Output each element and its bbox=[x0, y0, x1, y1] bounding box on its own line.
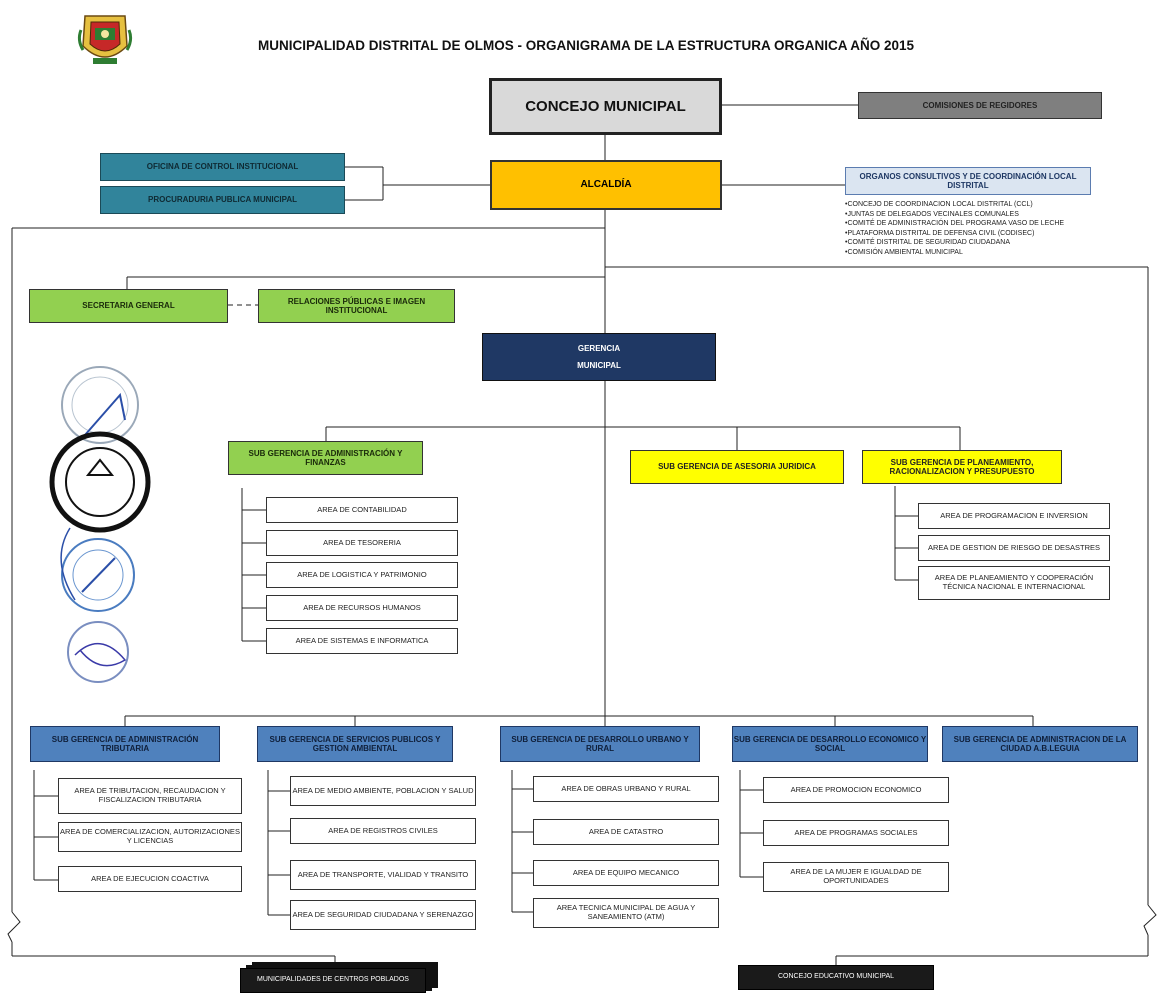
area-tesoreria-box: AREA DE TESORERIA bbox=[266, 530, 458, 556]
area-comercializacion-box: AREA DE COMERCIALIZACION, AUTORIZACIONES… bbox=[58, 822, 242, 852]
alcaldia-box: ALCALDÍA bbox=[490, 160, 722, 210]
list-item: COMISIÓN AMBIENTAL MUNICIPAL bbox=[845, 248, 1064, 258]
concejo-educativo-box: CONCEJO EDUCATIVO MUNICIPAL bbox=[738, 965, 934, 990]
organos-consultivos-box: ORGANOS CONSULTIVOS Y DE COORDINACIÓN LO… bbox=[845, 167, 1091, 195]
sub-gerencia-administracion-box: SUB GERENCIA DE ADMINISTRACIÓN Y FINANZA… bbox=[228, 441, 423, 475]
gerencia-line-1: GERENCIA bbox=[577, 343, 621, 353]
page-title: MUNICIPALIDAD DISTRITAL DE OLMOS - ORGAN… bbox=[258, 38, 915, 53]
centros-poblados-box: MUNICIPALIDADES DE CENTROS POBLADOS bbox=[240, 968, 426, 993]
sub-gerencia-urbano-box: SUB GERENCIA DE DESARROLLO URBANO Y RURA… bbox=[500, 726, 700, 762]
procuraduria-box: PROCURADURIA PUBLICA MUNICIPAL bbox=[100, 186, 345, 214]
sub-gerencia-economico-box: SUB GERENCIA DE DESARROLLO ECONOMICO Y S… bbox=[732, 726, 928, 762]
relaciones-publicas-box: RELACIONES PÚBLICAS E IMAGEN INSTITUCION… bbox=[258, 289, 455, 323]
sub-gerencia-planeamiento-box: SUB GERENCIA DE PLANEAMIENTO, RACIONALIZ… bbox=[862, 450, 1062, 484]
area-logistica-box: AREA DE LOGISTICA Y PATRIMONIO bbox=[266, 562, 458, 588]
area-seguridad-box: AREA DE SEGURIDAD CIUDADANA Y SERENAZGO bbox=[290, 900, 476, 930]
comisiones-regidores-box: COMISIONES DE REGIDORES bbox=[858, 92, 1102, 119]
area-mujer-box: AREA DE LA MUJER E IGUALDAD DE OPORTUNID… bbox=[763, 862, 949, 892]
gerencia-municipal-box: GERENCIA MUNICIPAL bbox=[482, 333, 716, 381]
area-riesgo-box: AREA DE GESTION DE RIESGO DE DESASTRES bbox=[918, 535, 1110, 561]
area-programas-sociales-box: AREA DE PROGRAMAS SOCIALES bbox=[763, 820, 949, 846]
list-item: JUNTAS DE DELEGADOS VECINALES COMUNALES bbox=[845, 210, 1064, 220]
area-sistemas-box: AREA DE SISTEMAS E INFORMATICA bbox=[266, 628, 458, 654]
sub-gerencia-asesoria-box: SUB GERENCIA DE ASESORIA JURIDICA bbox=[630, 450, 844, 484]
gerencia-line-2: MUNICIPAL bbox=[577, 361, 621, 370]
sub-gerencia-servicios-box: SUB GERENCIA DE SERVICIOS PUBLICOS Y GES… bbox=[257, 726, 453, 762]
area-promocion-box: AREA DE PROMOCION ECONOMICO bbox=[763, 777, 949, 803]
control-institucional-box: OFICINA DE CONTROL INSTITUCIONAL bbox=[100, 153, 345, 181]
area-catastro-box: AREA DE CATASTRO bbox=[533, 819, 719, 845]
area-recursos-humanos-box: AREA DE RECURSOS HUMANOS bbox=[266, 595, 458, 621]
list-item: PLATAFORMA DISTRITAL DE DEFENSA CIVIL (C… bbox=[845, 229, 1064, 239]
area-registros-civiles-box: AREA DE REGISTROS CIVILES bbox=[290, 818, 476, 844]
area-equipo-mecanico-box: AREA DE EQUIPO MECANICO bbox=[533, 860, 719, 886]
official-stamp-seal-icon bbox=[49, 366, 151, 683]
list-item: COMITÉ DE ADMINISTRACIÓN DEL PROGRAMA VA… bbox=[845, 219, 1064, 229]
list-item: CONCEJO DE COORDINACION LOCAL DISTRITAL … bbox=[845, 200, 1064, 210]
list-item: COMITÉ DISTRITAL DE SEGURIDAD CIUDADANA bbox=[845, 238, 1064, 248]
area-obras-box: AREA DE OBRAS URBANO Y RURAL bbox=[533, 776, 719, 802]
area-tributacion-box: AREA DE TRIBUTACION, RECAUDACION Y FISCA… bbox=[58, 778, 242, 814]
area-ejecucion-coactiva-box: AREA DE EJECUCION COACTIVA bbox=[58, 866, 242, 892]
area-transporte-box: AREA DE TRANSPORTE, VIALIDAD Y TRANSITO bbox=[290, 860, 476, 890]
area-atm-box: AREA TECNICA MUNICIPAL DE AGUA Y SANEAMI… bbox=[533, 898, 719, 928]
secretaria-general-box: SECRETARIA GENERAL bbox=[29, 289, 228, 323]
municipal-coat-of-arms-icon bbox=[77, 15, 133, 64]
concejo-municipal-box: CONCEJO MUNICIPAL bbox=[489, 78, 722, 135]
area-programacion-box: AREA DE PROGRAMACION E INVERSION bbox=[918, 503, 1110, 529]
area-medio-ambiente-box: AREA DE MEDIO AMBIENTE, POBLACION Y SALU… bbox=[290, 776, 476, 806]
sub-gerencia-ciudad-box: SUB GERENCIA DE ADMINISTRACION DE LA CIU… bbox=[942, 726, 1138, 762]
area-planeamiento-box: AREA DE PLANEAMIENTO Y COOPERACIÓN TÉCNI… bbox=[918, 566, 1110, 600]
sub-gerencia-tributaria-box: SUB GERENCIA DE ADMINISTRACIÓN TRIBUTARI… bbox=[30, 726, 220, 762]
organos-consultivos-list: CONCEJO DE COORDINACION LOCAL DISTRITAL … bbox=[845, 200, 1064, 258]
area-contabilidad-box: AREA DE CONTABILIDAD bbox=[266, 497, 458, 523]
